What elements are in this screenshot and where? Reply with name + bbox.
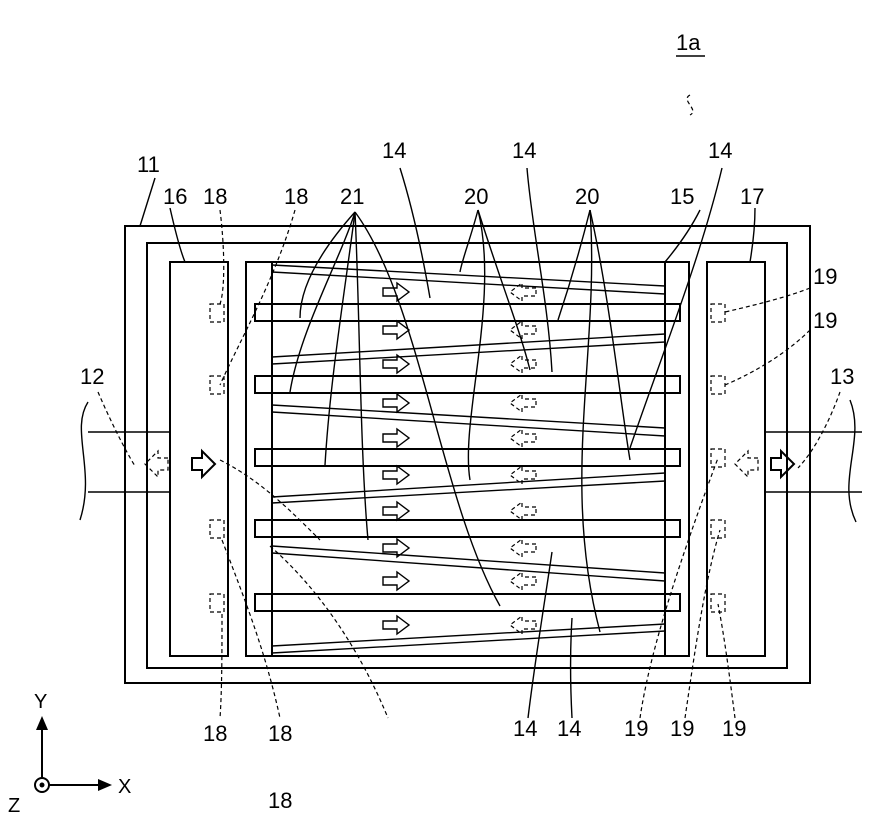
housing-inner <box>147 243 787 668</box>
forward-flow-arrows <box>192 283 794 634</box>
plates <box>255 304 680 611</box>
axis-label-y: Y <box>34 691 47 713</box>
label-outlet-port-b1: 19 <box>624 716 648 741</box>
label-channel-3: 14 <box>708 138 732 163</box>
label-housing: 11 <box>137 152 160 177</box>
label-channel-b2: 14 <box>557 716 581 741</box>
label-inlet-port-b3: 18 <box>268 788 292 813</box>
label-inlet-port-b1: 18 <box>203 721 227 746</box>
label-inlet-manifold: 16 <box>163 184 187 209</box>
label-inlet-port-mid: 18 <box>284 184 308 209</box>
outlet-pipe <box>765 400 862 522</box>
label-inlet: 12 <box>80 364 104 389</box>
label-wall-2: 20 <box>575 184 599 209</box>
label-channel-1: 14 <box>382 138 406 163</box>
outlet-ports <box>711 304 725 612</box>
return-flow-arrows <box>145 283 758 634</box>
label-inlet-port-b2: 18 <box>268 721 292 746</box>
outlet-manifold <box>707 262 765 656</box>
label-channel-2: 14 <box>512 138 536 163</box>
label-channel-b1: 14 <box>513 716 537 741</box>
device-label: 1a <box>676 30 701 55</box>
axis-label-z: Z <box>8 795 20 817</box>
label-outlet-manifold: 17 <box>740 184 764 209</box>
axis-triad <box>35 716 112 792</box>
label-outlet-port-b2: 19 <box>670 716 694 741</box>
label-outlet-port-b3: 19 <box>722 716 746 741</box>
inlet-ports <box>210 304 224 612</box>
axis-label-x: X <box>118 776 131 798</box>
label-body: 15 <box>670 184 694 209</box>
label-wall-1: 20 <box>464 184 488 209</box>
label-outlet-port-1: 19 <box>813 264 837 289</box>
label-outlet: 13 <box>830 364 854 389</box>
label-plate: 21 <box>340 184 364 209</box>
label-inlet-port-top: 18 <box>203 184 227 209</box>
label-outlet-port-2: 19 <box>813 308 837 333</box>
